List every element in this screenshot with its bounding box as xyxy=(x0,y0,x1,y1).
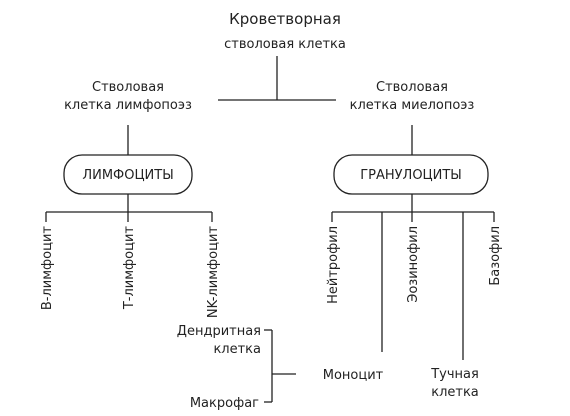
granulocytes-label: ГРАНУЛОЦИТЫ xyxy=(360,168,462,183)
monocyte-label: Моноцит xyxy=(323,368,384,383)
lymphocytes-node: ЛИМФОЦИТЫ xyxy=(63,154,193,195)
myelo-stem-label-line2: клетка миелопоэз xyxy=(350,98,475,113)
macrophage-label: Макрофаг xyxy=(190,396,259,411)
basophil-label: Базофил xyxy=(488,226,503,286)
mast-cell-label-line2: клетка xyxy=(431,385,479,400)
dendritic-cell-label-line2: клетка xyxy=(213,342,261,357)
lymph-stem-label-line2: клетка лимфопоэз xyxy=(64,98,192,113)
nk-lymphocyte-label: NK-лимфоцит xyxy=(206,226,221,319)
lymphocytes-label: ЛИМФОЦИТЫ xyxy=(82,168,173,183)
dendritic-cell-label-line1: Дендритная xyxy=(177,324,261,339)
root-cell-label-line1: Кроветворная xyxy=(229,10,341,28)
granulocytes-node: ГРАНУЛОЦИТЫ xyxy=(333,154,489,195)
eosinophil-label: Эозинофил xyxy=(406,226,421,303)
lymphocytes-box xyxy=(63,154,193,195)
granulocytes-box xyxy=(333,154,489,195)
myelo-stem-label-line1: Стволовая xyxy=(376,80,448,95)
neutrophil-label: Нейтрофил xyxy=(326,226,341,304)
t-lymphocyte-label: Т-лимфоцит xyxy=(122,226,137,311)
b-lymphocyte-label: В-лимфоцит xyxy=(40,226,55,311)
lymph-stem-label-line1: Стволовая xyxy=(92,80,164,95)
connector-lines xyxy=(45,56,495,403)
mast-cell-label-line1: Тучная xyxy=(430,367,479,382)
root-cell-label-line2: стволовая клетка xyxy=(224,37,346,52)
